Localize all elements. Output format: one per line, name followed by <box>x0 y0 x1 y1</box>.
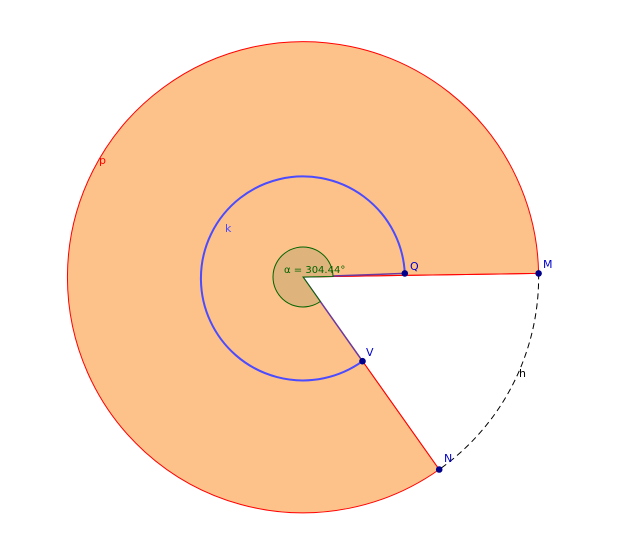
point-N[interactable] <box>435 466 443 473</box>
point-V[interactable] <box>359 357 366 365</box>
point-M[interactable] <box>535 270 542 277</box>
label-point-M: M <box>543 258 553 271</box>
label-arc-k: k <box>225 222 232 235</box>
arc-k[interactable] <box>199 175 406 382</box>
label-sector-p: p <box>99 154 106 167</box>
label-point-Q: Q <box>410 260 419 273</box>
label-point-N: N <box>444 452 452 465</box>
segment-center-M[interactable] <box>302 272 539 278</box>
label-point-V: V <box>366 346 374 359</box>
point-Q[interactable] <box>401 270 409 277</box>
angle-alpha-marker[interactable] <box>272 246 334 308</box>
arc-h[interactable] <box>438 273 540 470</box>
label-angle-alpha: α = 304.44° <box>284 265 345 276</box>
label-arc-h: h <box>519 367 526 380</box>
